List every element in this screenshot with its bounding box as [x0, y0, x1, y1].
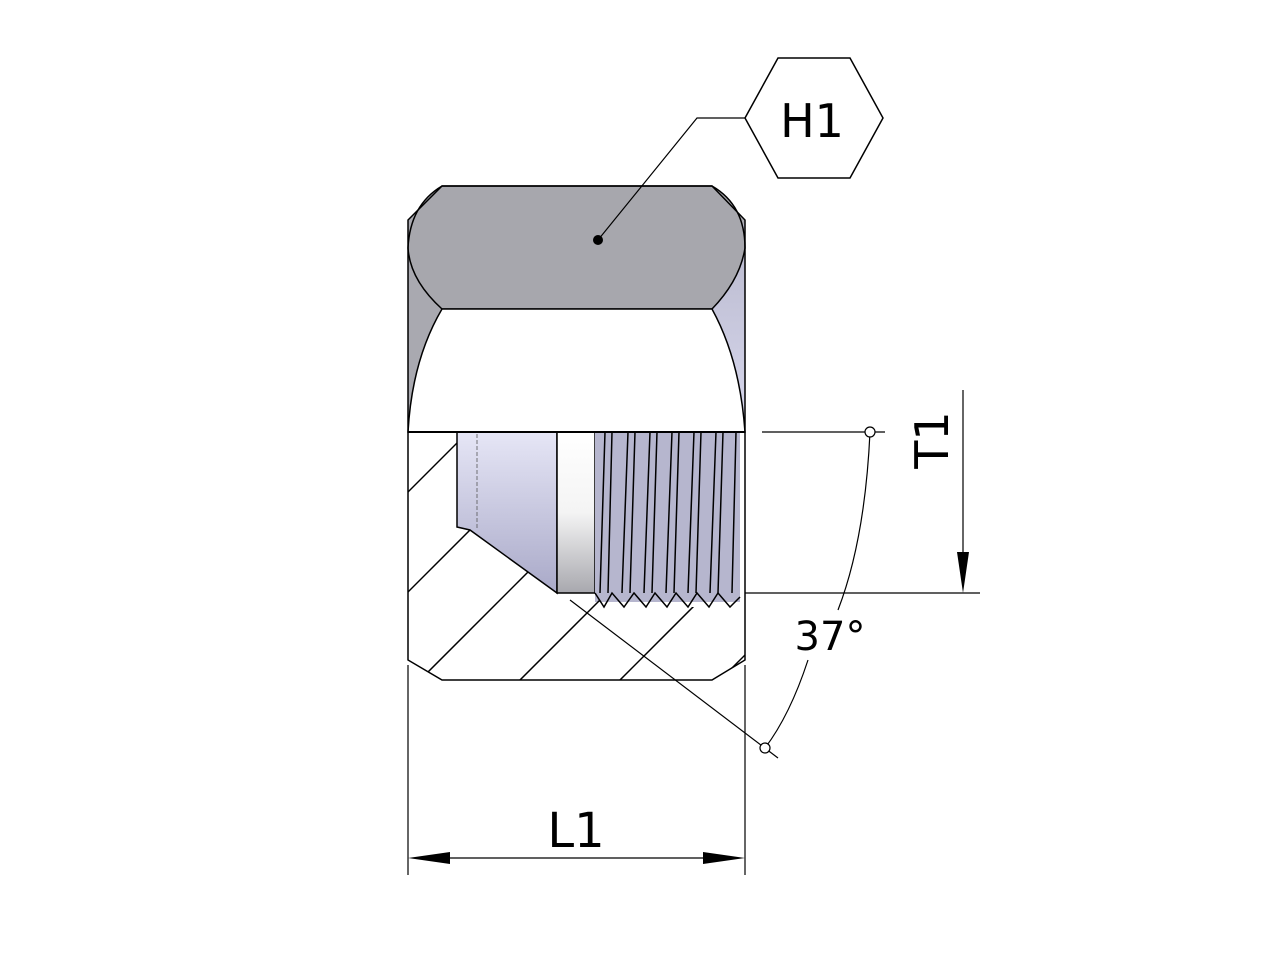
hexagon-frame: [744, 57, 884, 179]
thread-depth-dimension: T1: [745, 390, 980, 594]
relief-bore: [556, 431, 596, 594]
length-dimension: L1: [407, 665, 746, 875]
angle-label: 37°: [795, 614, 866, 660]
chamfer-face: [407, 308, 746, 433]
arrow-down-icon: [957, 552, 969, 593]
section-view: [407, 431, 746, 681]
hex-body-exterior: [407, 185, 746, 433]
hex-label: H1: [780, 94, 844, 148]
hex-size-callout: H1: [593, 57, 884, 245]
length-label: L1: [547, 803, 604, 859]
angle-dimension: 37°: [569, 426, 876, 759]
arrow-right-icon: [703, 852, 745, 864]
cone-seat: [456, 431, 558, 595]
thread: [594, 431, 741, 609]
thread-depth-label: T1: [905, 411, 959, 469]
hex-face: [407, 185, 746, 310]
leader-dot: [593, 235, 603, 245]
arrow-left-icon: [408, 852, 450, 864]
